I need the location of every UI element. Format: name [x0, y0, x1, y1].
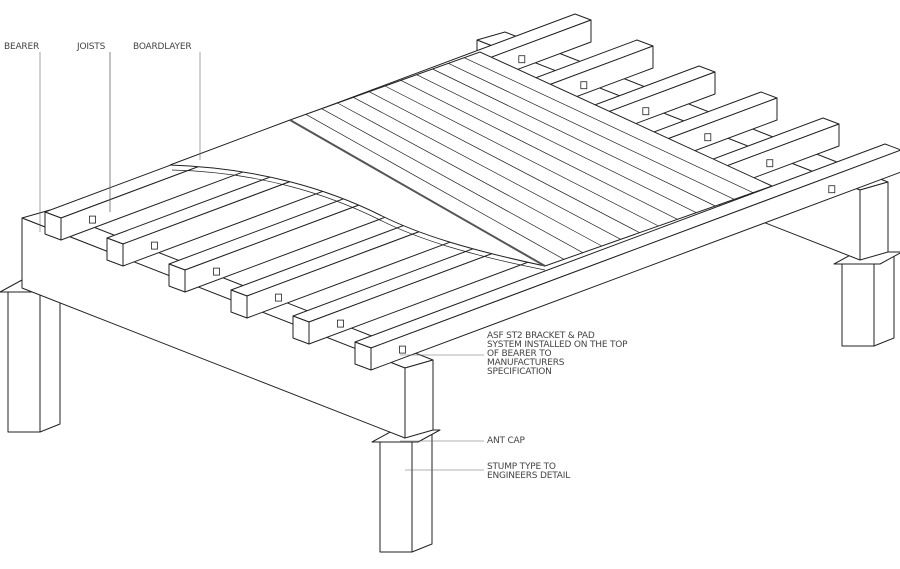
board-line	[369, 91, 640, 233]
label-stump-line: ENGINEERS DETAIL	[487, 471, 571, 481]
board-line	[400, 80, 678, 220]
board-groove	[289, 119, 546, 267]
post-front-side	[411, 431, 433, 553]
label-joists: JOISTS	[77, 42, 106, 52]
board-line	[416, 74, 697, 213]
label-bracket-line: ASF ST2 BRACKET & PAD	[487, 331, 595, 341]
bracket	[89, 215, 96, 224]
label-stump: STUMP TYPE TO ENGINEERS DETAIL	[487, 463, 570, 481]
bracket	[704, 133, 712, 142]
joist-end	[106, 237, 124, 267]
board-line	[464, 57, 754, 193]
bracket	[399, 345, 406, 354]
post-left-side	[39, 281, 61, 433]
label-bearer: BEARER	[4, 42, 40, 52]
board-line	[432, 68, 716, 207]
label-boardlayer: BOARDLAYER	[133, 42, 192, 52]
label-bracket-line: OF BEARER TO	[487, 349, 552, 359]
bracket	[642, 107, 650, 116]
bracket	[275, 293, 282, 302]
board-line	[353, 97, 621, 240]
label-bracket-line: SPECIFICATION	[487, 367, 552, 377]
post-right-side	[873, 253, 895, 347]
label-bracket-line: MANUFACTURERS	[487, 358, 565, 368]
bracket	[337, 319, 344, 328]
front-bearer-end	[404, 359, 434, 439]
post-right	[841, 261, 875, 347]
board-line	[321, 108, 584, 253]
post-front	[379, 439, 413, 553]
joist-end	[354, 341, 372, 371]
back-bearer-end	[859, 181, 889, 261]
board-line	[337, 102, 602, 247]
joist-end	[230, 289, 248, 319]
board-line	[384, 85, 659, 227]
joist-end	[44, 211, 62, 241]
label-ant-cap: ANT CAP	[487, 436, 525, 446]
board-line	[305, 114, 565, 260]
joist-end	[168, 263, 186, 293]
bracket	[580, 81, 588, 90]
bracket	[766, 159, 774, 168]
bracket	[151, 241, 158, 250]
board-line	[448, 63, 735, 200]
label-bracket-line: SYSTEM INSTALLED ON THE TOP	[487, 340, 628, 350]
label-stump-line: STUMP TYPE TO	[487, 462, 556, 472]
joist-end	[292, 315, 310, 345]
bracket	[828, 185, 836, 194]
bracket	[213, 267, 220, 276]
board-sheet-edge	[171, 169, 546, 271]
label-bracket: ASF ST2 BRACKET & PAD SYSTEM INSTALLED O…	[487, 331, 628, 377]
post-left	[7, 289, 41, 433]
board-sheet	[169, 51, 774, 267]
bracket	[518, 55, 526, 64]
